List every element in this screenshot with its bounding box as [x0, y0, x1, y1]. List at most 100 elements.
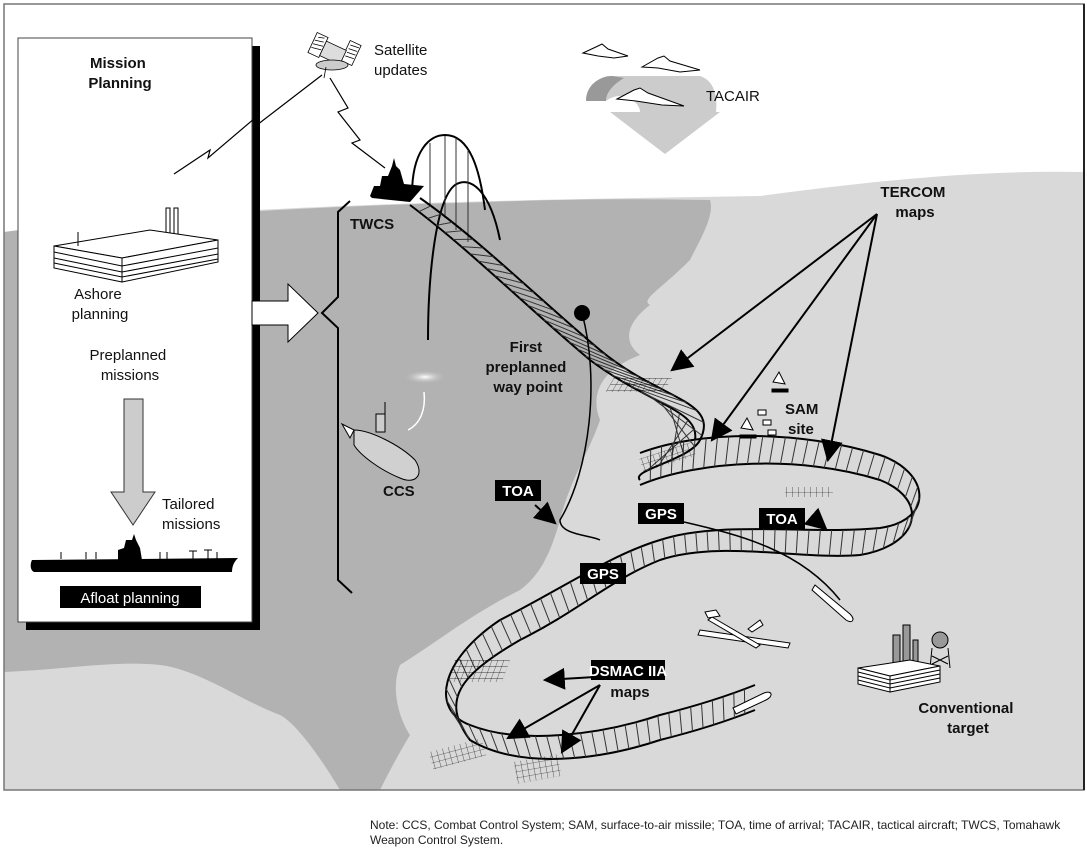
launch-platform-bracket	[320, 200, 353, 594]
dsmac-pointer-arrows	[506, 667, 601, 754]
ribbon-tick	[757, 436, 764, 464]
mission-planning-title: Mission Planning	[88, 55, 151, 92]
coast-peninsula	[640, 265, 760, 355]
ribbon-tick	[444, 230, 463, 233]
ribbon-tick	[657, 715, 662, 740]
ribbon-tick	[861, 529, 867, 555]
ribbon-tick	[877, 456, 886, 480]
ribbon-tick	[543, 319, 585, 338]
twcs-label: TWCS	[350, 216, 394, 233]
tercom-map-3	[785, 487, 833, 497]
ribbon-tick	[477, 260, 505, 267]
ribbon-tick	[458, 718, 470, 739]
ribbon-tick	[679, 709, 683, 735]
ribbon-tick	[717, 530, 720, 552]
sam-site-label: SAM site	[785, 401, 823, 438]
ribbon-tick	[469, 253, 494, 258]
ribbon-tick	[700, 703, 704, 729]
ribbon-tick	[630, 550, 636, 572]
surface-ship-icon	[370, 158, 424, 202]
ribbon-tick	[703, 438, 707, 469]
ribbon-tick	[560, 334, 606, 355]
ribbon-tick	[668, 712, 672, 738]
ribbon-tick	[801, 439, 809, 466]
ribbon-tick	[546, 735, 554, 760]
ribbon-tick	[489, 731, 499, 753]
ribbon-tick	[795, 529, 799, 555]
ribbon-tick	[576, 348, 628, 371]
satellite-downlink-ship-icon	[329, 77, 386, 169]
ribbon-tick	[733, 693, 735, 718]
conventional-target-icon	[857, 624, 951, 693]
ribbon-tick	[530, 603, 542, 630]
tacair-curved-arrow-icon	[586, 76, 720, 154]
ribbon-tick	[557, 735, 565, 759]
dsmac-badge	[591, 660, 665, 680]
toa-badge-left	[495, 480, 541, 501]
launch-splash-icon	[403, 370, 447, 384]
planning-output-arrow-icon	[251, 282, 319, 344]
cruise-missile-icon	[732, 584, 854, 715]
afloat-planning-label: Afloat planning	[80, 590, 179, 607]
ribbon-tick	[896, 468, 906, 490]
ribbon-tick	[773, 529, 776, 553]
ribbon-tick	[882, 526, 889, 549]
conventional-target-label: Conventional target	[918, 700, 1017, 737]
mission-diagram: Mission Planning Ashore planning Preplan…	[3, 3, 1085, 791]
ribbon-tick	[435, 221, 453, 226]
ribbon-tick	[908, 508, 917, 529]
tercom-map-2	[639, 441, 696, 473]
mission-planning-box	[17, 37, 253, 623]
satellite-icon	[307, 31, 362, 79]
gps-label-lower: GPS	[587, 566, 619, 583]
ribbon-tick	[461, 246, 484, 249]
ribbon-tick	[839, 529, 844, 556]
ribbon-tick	[580, 732, 587, 757]
ribbon-tick	[500, 619, 513, 646]
ribbon-tick	[523, 735, 532, 759]
ribbon-tick	[473, 640, 485, 664]
ribbon-tick	[673, 536, 677, 556]
ribbon-tick	[887, 461, 896, 484]
ribbon-tick	[901, 516, 910, 537]
ribbon-tick	[635, 722, 641, 747]
dsmac-label: DSMAC IIA	[589, 663, 668, 680]
ribbon-tick	[585, 355, 640, 378]
ribbon-tick	[540, 598, 551, 624]
tacair-arrow-shade	[586, 76, 624, 101]
ribbon-tick	[817, 529, 821, 556]
ribbon-tick	[780, 437, 786, 464]
ccs-label: CCS	[383, 483, 415, 500]
ribbon-tick	[736, 436, 741, 465]
toa-label-right: TOA	[766, 511, 798, 528]
ribbon-tick	[769, 436, 775, 464]
ashore-planning-label: Ashore planning	[72, 286, 129, 323]
tercom-map-1	[605, 378, 672, 392]
preplanned-missions-label: Preplanned missions	[90, 347, 171, 384]
ribbon-tick	[450, 710, 464, 730]
ribbon-tick	[714, 437, 718, 467]
ribbon-tick	[856, 450, 865, 474]
ribbon-tick	[812, 441, 820, 467]
ribbon-tick	[624, 724, 630, 750]
ribbon-tick	[746, 435, 752, 464]
ribbon-tick	[729, 529, 731, 551]
submarine-icon	[340, 402, 420, 481]
ribbon-tick	[850, 529, 855, 556]
ribbon-tick	[502, 282, 535, 293]
satellite-updates-label: Satellite updates	[374, 42, 432, 79]
ribbon-tick	[549, 592, 561, 619]
toa-badge-right	[759, 508, 805, 529]
ribbon-tick	[602, 729, 608, 754]
figure-note: Note: CCS, Combat Control System; SAM, s…	[370, 818, 1061, 847]
ribbon-tick	[806, 529, 810, 555]
satellite-uplink-ashore-icon	[173, 74, 323, 175]
ribbon-tick	[427, 213, 442, 219]
tercom-pointer-arrows	[670, 213, 878, 463]
ribbon-tick	[722, 696, 725, 722]
gps-badge-lower	[580, 563, 626, 584]
ribbon-tick	[494, 275, 525, 284]
gps-badge-upper	[638, 503, 684, 524]
ribbon-tick	[481, 633, 494, 658]
aircraft-carrier-icon	[30, 534, 238, 572]
